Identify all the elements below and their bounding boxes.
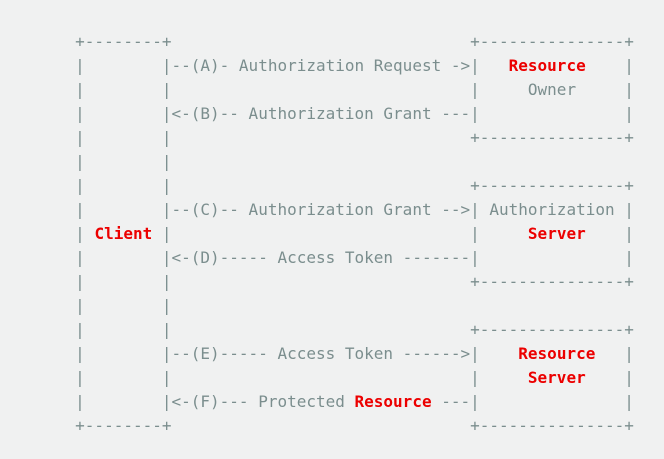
diagram-text: | |--(C)-- Authorization Grant -->| Auth…	[27, 200, 634, 219]
diagram-text: | | |	[27, 368, 528, 387]
diagram-text: |	[585, 224, 634, 243]
diagram-text: | | | Owner |	[27, 80, 634, 99]
diagram-line: | | +---------------+	[27, 318, 664, 342]
diagram-line: | |<-(F)--- Protected Resource ---| |	[27, 390, 664, 414]
diagram-line: | | +---------------+	[27, 270, 664, 294]
diagram-line: | |	[27, 150, 664, 174]
oauth-flow-ascii-diagram: +--------+ +---------------+ | |--(A)- A…	[27, 30, 664, 438]
diagram-text: +--------+ +---------------+	[27, 416, 634, 435]
diagram-line: | |--(A)- Authorization Request ->| Reso…	[27, 54, 664, 78]
diagram-line: | |<-(D)----- Access Token -------| |	[27, 246, 664, 270]
diagram-text: | |<-(F)--- Protected	[27, 392, 355, 411]
diagram-text: | | +---------------+	[27, 272, 634, 291]
page-background: +--------+ +---------------+ | |--(A)- A…	[27, 30, 664, 438]
diagram-line: | |<-(B)-- Authorization Grant ---| |	[27, 102, 664, 126]
highlighted-term: Resource	[354, 392, 432, 411]
highlighted-term: Resource	[518, 344, 596, 363]
diagram-text: | | +---------------+	[27, 176, 634, 195]
diagram-text: | |	[152, 224, 528, 243]
diagram-line: | Client | | Server |	[27, 222, 664, 246]
highlighted-term: Server	[527, 368, 586, 387]
highlighted-term: Client	[94, 224, 153, 243]
diagram-text: +--------+ +---------------+	[27, 32, 634, 51]
diagram-text: | |<-(B)-- Authorization Grant ---| |	[27, 104, 634, 123]
diagram-line: | | +---------------+	[27, 174, 664, 198]
diagram-line: +--------+ +---------------+	[27, 30, 664, 54]
diagram-text: |	[585, 368, 634, 387]
diagram-text: |	[595, 344, 634, 363]
diagram-text: | |	[27, 296, 172, 315]
diagram-text: | |	[27, 152, 172, 171]
diagram-text: | |<-(D)----- Access Token -------| |	[27, 248, 634, 267]
diagram-text: | |--(A)- Authorization Request ->|	[27, 56, 509, 75]
diagram-line: +--------+ +---------------+	[27, 414, 664, 438]
diagram-line: | | | Server |	[27, 366, 664, 390]
diagram-text: |	[585, 56, 634, 75]
diagram-text: | | +---------------+	[27, 320, 634, 339]
diagram-line: | | +---------------+	[27, 126, 664, 150]
highlighted-term: Resource	[508, 56, 586, 75]
diagram-text: ---| |	[431, 392, 634, 411]
diagram-line: | |	[27, 294, 664, 318]
diagram-line: | | | Owner |	[27, 78, 664, 102]
highlighted-term: Server	[527, 224, 586, 243]
diagram-line: | |--(C)-- Authorization Grant -->| Auth…	[27, 198, 664, 222]
diagram-line: | |--(E)----- Access Token ------>| Reso…	[27, 342, 664, 366]
diagram-text: | |--(E)----- Access Token ------>|	[27, 344, 519, 363]
diagram-text: | | +---------------+	[27, 128, 634, 147]
diagram-text: |	[27, 224, 95, 243]
